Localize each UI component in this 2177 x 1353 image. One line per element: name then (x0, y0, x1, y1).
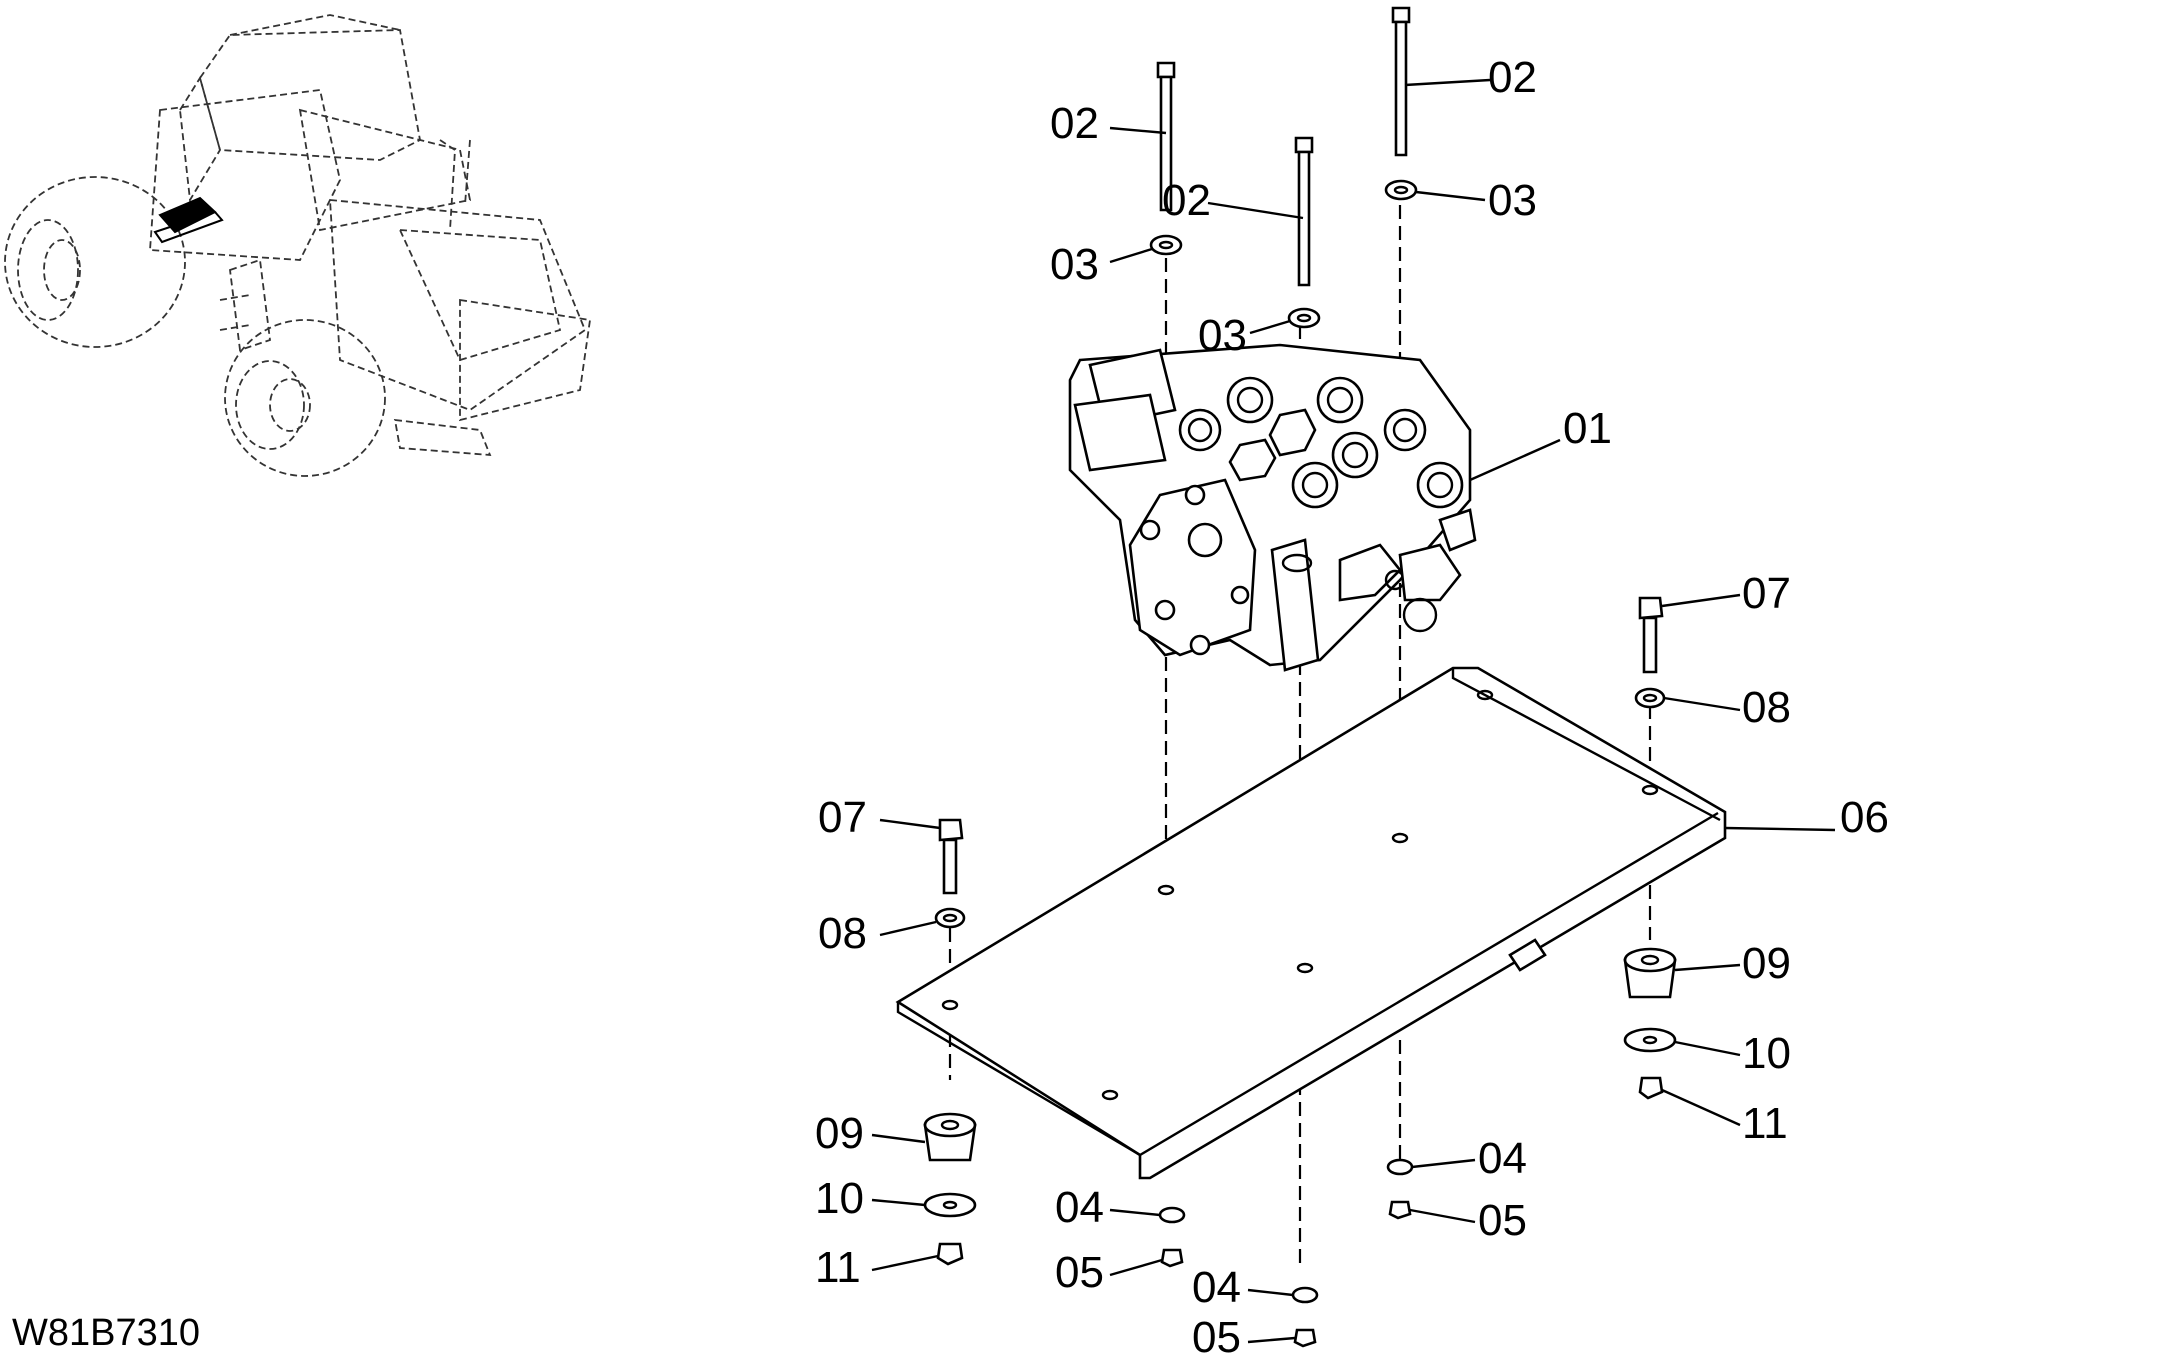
callout-03c: 03 (1488, 176, 1537, 225)
mount-bolts (934, 596, 1666, 929)
callout-10a: 10 (815, 1174, 864, 1223)
callout-labels: 02 02 02 03 03 03 01 07 08 06 07 08 09 1… (815, 53, 1889, 1353)
mounting-plate (895, 666, 1727, 1180)
callout-03a: 03 (1050, 240, 1099, 289)
callout-11a: 11 (815, 1243, 861, 1292)
callout-08b: 08 (1742, 683, 1791, 732)
callout-09a: 09 (815, 1109, 864, 1158)
callout-02b: 02 (1162, 176, 1211, 225)
valve-washers (1149, 179, 1418, 329)
valve-bolts (1156, 6, 1411, 287)
leader-lines (871, 78, 1836, 1344)
callout-06: 06 (1840, 793, 1889, 842)
callout-10b: 10 (1742, 1029, 1791, 1078)
callout-01: 01 (1563, 404, 1612, 453)
control-valve (1068, 343, 1477, 672)
machine-locator-view (4, 14, 592, 477)
callout-07a: 07 (818, 793, 867, 842)
rubber-mounts (923, 947, 1677, 1266)
plate-nuts (1158, 1158, 1414, 1348)
callout-04b: 04 (1478, 1134, 1527, 1183)
callout-07b: 07 (1742, 569, 1791, 618)
callout-02a: 02 (1050, 99, 1099, 148)
callout-02c: 02 (1488, 53, 1537, 102)
callout-05a: 05 (1055, 1248, 1104, 1297)
callout-08a: 08 (818, 909, 867, 958)
callout-09b: 09 (1742, 939, 1791, 988)
callout-03b: 03 (1198, 311, 1247, 360)
callout-04c: 04 (1192, 1263, 1241, 1312)
callout-05c: 05 (1192, 1313, 1241, 1353)
callout-05b: 05 (1478, 1196, 1527, 1245)
drawing-code: W81B7310 (12, 1312, 200, 1353)
callout-04a: 04 (1055, 1183, 1104, 1232)
callout-11b: 11 (1742, 1099, 1788, 1148)
